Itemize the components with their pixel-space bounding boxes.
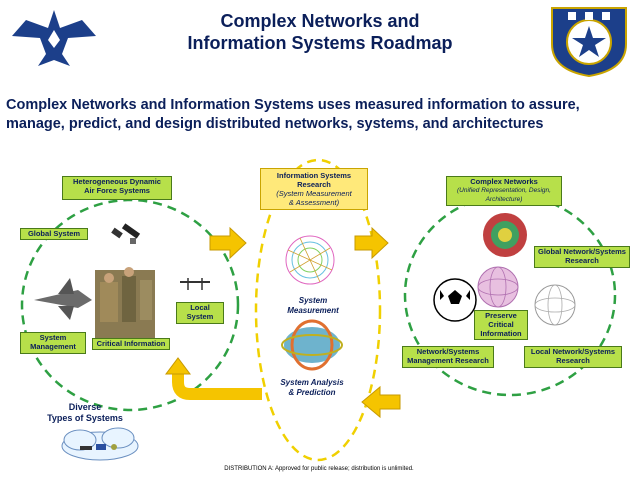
diverse-line-1: Diverse [68,402,102,412]
global-system-label: Global System [27,229,81,238]
preserve-line-1: Preserve [485,311,517,320]
network-management-research-box: Network/Systems Management Research [402,346,494,368]
complex-networks-box: Complex Networks (Unified Representation… [446,176,562,206]
local-system-line-2: System [186,312,214,321]
analysis-attractor-graphic [281,319,343,371]
system-management-line-1: System [39,333,67,342]
subtitle-line-2: manage, predict, and design distributed … [6,116,544,132]
analysis-line-2: & Prediction [288,388,336,397]
distribution-statement: DISTRIBUTION A: Approved for public rele… [224,466,414,472]
center-cycle-ring [254,158,382,462]
arrow-left-icon [361,385,401,419]
local-system-box: Local System [176,302,224,324]
analysis-line-1: System Analysis [280,378,344,387]
isr-line-3: (System Measurement [276,189,352,198]
drone-icon [180,278,210,290]
complex-networks-heading: Complex Networks [470,177,538,186]
network-mesh-sphere [477,266,519,308]
left-cycle-ring [20,198,240,412]
measurement-line-1: System [298,296,328,305]
preserve-line-3: Information [480,329,522,338]
research-lab-shield-logo [551,7,627,78]
complex-networks-sub-2: Architecture) [485,196,523,203]
return-arrowhead-icon [165,357,191,375]
page-title: Complex Networks and Information Systems… [150,10,490,54]
page-subtitle: Complex Networks and Information Systems… [6,96,636,134]
global-research-line-1: Global Network/Systems [538,247,626,256]
satellite-icon [111,223,141,244]
complex-networks-sub-1: (Unified Representation, Design, [457,187,551,194]
diverse-systems-cloud [61,427,139,461]
isr-line-1: Information Systems [276,171,352,180]
arrow-right-2-icon [354,226,389,260]
local-research-line-1: Local Network/Systems [530,347,616,356]
isr-line-4: & Assessment) [288,198,340,207]
title-line-1: Complex Networks and [220,11,420,31]
wireframe-sphere [534,284,576,326]
heterogeneous-systems-box: Heterogeneous Dynamic Air Force Systems [62,176,172,200]
title-line-2: Information Systems Roadmap [187,33,453,53]
system-management-line-2: Management [30,342,76,351]
measurement-line-2: Measurement [287,306,339,315]
critical-information-box: Critical Information [92,338,170,350]
fighter-jet-icon [34,278,92,320]
local-system-line-1: Local [190,303,210,312]
global-system-box: Global System [20,228,88,240]
air-force-logo [12,10,96,66]
measurement-network-graphic [285,235,335,285]
arrow-right-1-icon [209,226,247,260]
preserve-critical-information-box: Preserve Critical Information [474,310,528,340]
global-network-research-box: Global Network/Systems Research [534,246,630,268]
preserve-line-2: Critical [488,320,514,329]
system-measurement-caption: System Measurement [268,296,358,316]
system-management-box: System Management [20,332,86,354]
global-research-line-2: Research [565,256,599,265]
isr-line-2: Research [297,180,331,189]
hetero-line-2: Air Force Systems [84,186,150,195]
information-systems-research-box: Information Systems Research (System Mea… [260,168,368,210]
mgmt-research-line-1: Network/Systems [416,347,480,356]
subtitle-line-1: Complex Networks and Information Systems… [6,97,580,113]
local-research-line-2: Research [556,356,590,365]
critical-information-label: Critical Information [96,339,166,348]
diverse-systems-label: Diverse Types of Systems [30,402,140,424]
diverse-line-2: Types of Systems [47,413,123,423]
return-arrow-icon [172,372,262,400]
mgmt-research-line-2: Management Research [407,356,489,365]
local-network-research-box: Local Network/Systems Research [524,346,622,368]
hetero-line-1: Heterogeneous Dynamic [73,177,161,186]
system-analysis-caption: System Analysis & Prediction [262,378,362,398]
